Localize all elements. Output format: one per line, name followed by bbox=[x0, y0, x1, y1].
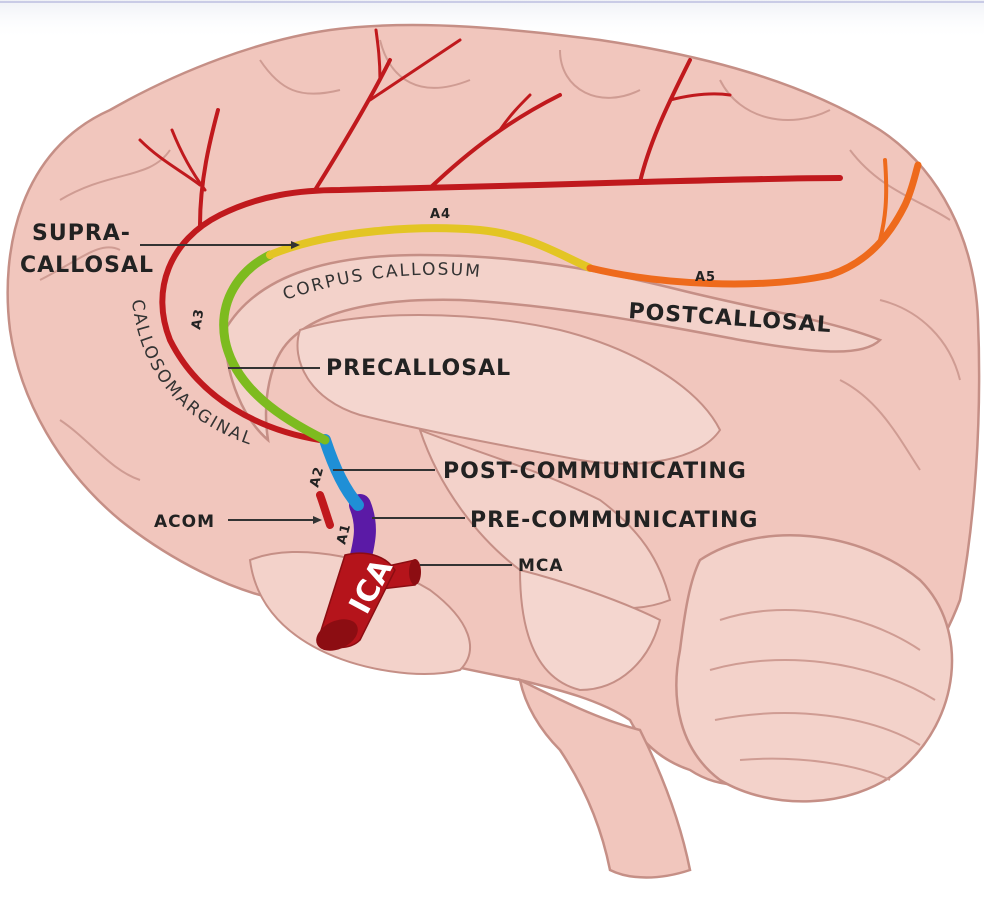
a4-label: A4 bbox=[430, 207, 451, 222]
supra-callosal-label-line2: CALLOSAL bbox=[20, 253, 154, 278]
a5-label: A5 bbox=[695, 270, 716, 285]
acom-label: ACOM bbox=[154, 512, 215, 532]
supra-callosal-label-line1: SUPRA- bbox=[32, 221, 131, 246]
mca-label: MCA bbox=[518, 556, 564, 576]
precallosal-label: PRECALLOSAL bbox=[326, 356, 511, 381]
a1-segment bbox=[360, 505, 365, 560]
post-communicating-label: POST-COMMUNICATING bbox=[443, 459, 747, 484]
pre-communicating-label: PRE-COMMUNICATING bbox=[470, 508, 758, 533]
mca-opening bbox=[409, 559, 421, 585]
